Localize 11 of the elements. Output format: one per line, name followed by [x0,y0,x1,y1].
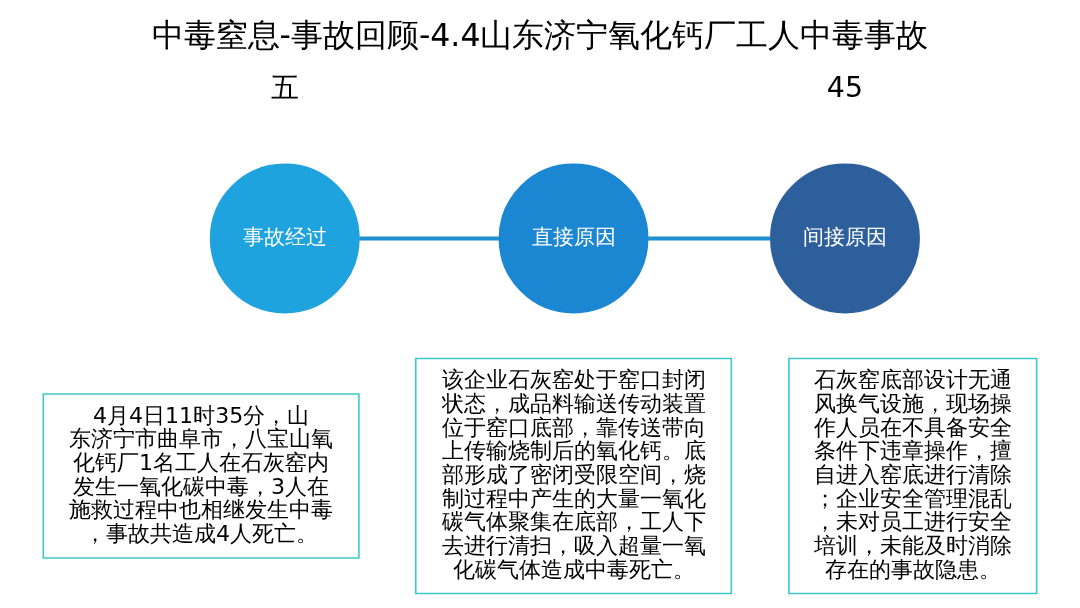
connector [359,236,499,241]
label: 五 [270,71,299,105]
diagram-title: 中毒窒息-事故回顾-4.4山东济宁氧化钙厂工人中毒事故 [151,16,929,53]
label: 45 [826,71,864,105]
node-circle: 间接原因 [770,163,920,314]
node-circle: 直接原因 [498,163,649,314]
node-box: 该企业石灰窑处于窑口封闭状态，成品料输送传动装置位于窑口底部，靠传送带向上传输烧制后的氧化钙。底部形成了密闭受限空间，烧制过程中产生的大量一氧化碳气体聚集在底部，工人下去进行清扫，吸入超量一氧化碳气体造成中毒死亡。 [414,357,733,595]
connector [647,236,771,241]
node-circle: 事故经过 [209,163,360,314]
node-box: 4月4日11时35分，山东济宁市曲阜市，八宝山氧化钙厂1名工人在石灰窑内发生一氧化碳中毒，3人在施救过程中也相继发生中毒，事故共造成4人死亡。 [42,393,360,559]
node-box: 石灰窑底部设计无通风换气设施，现场操作人员在不具备安全条件下违章操作，擅自进入窑底进行清除；企业安全管理混乱，未对员工进行安全培训，未能及时消除存在的事故隐患。 [788,357,1038,595]
